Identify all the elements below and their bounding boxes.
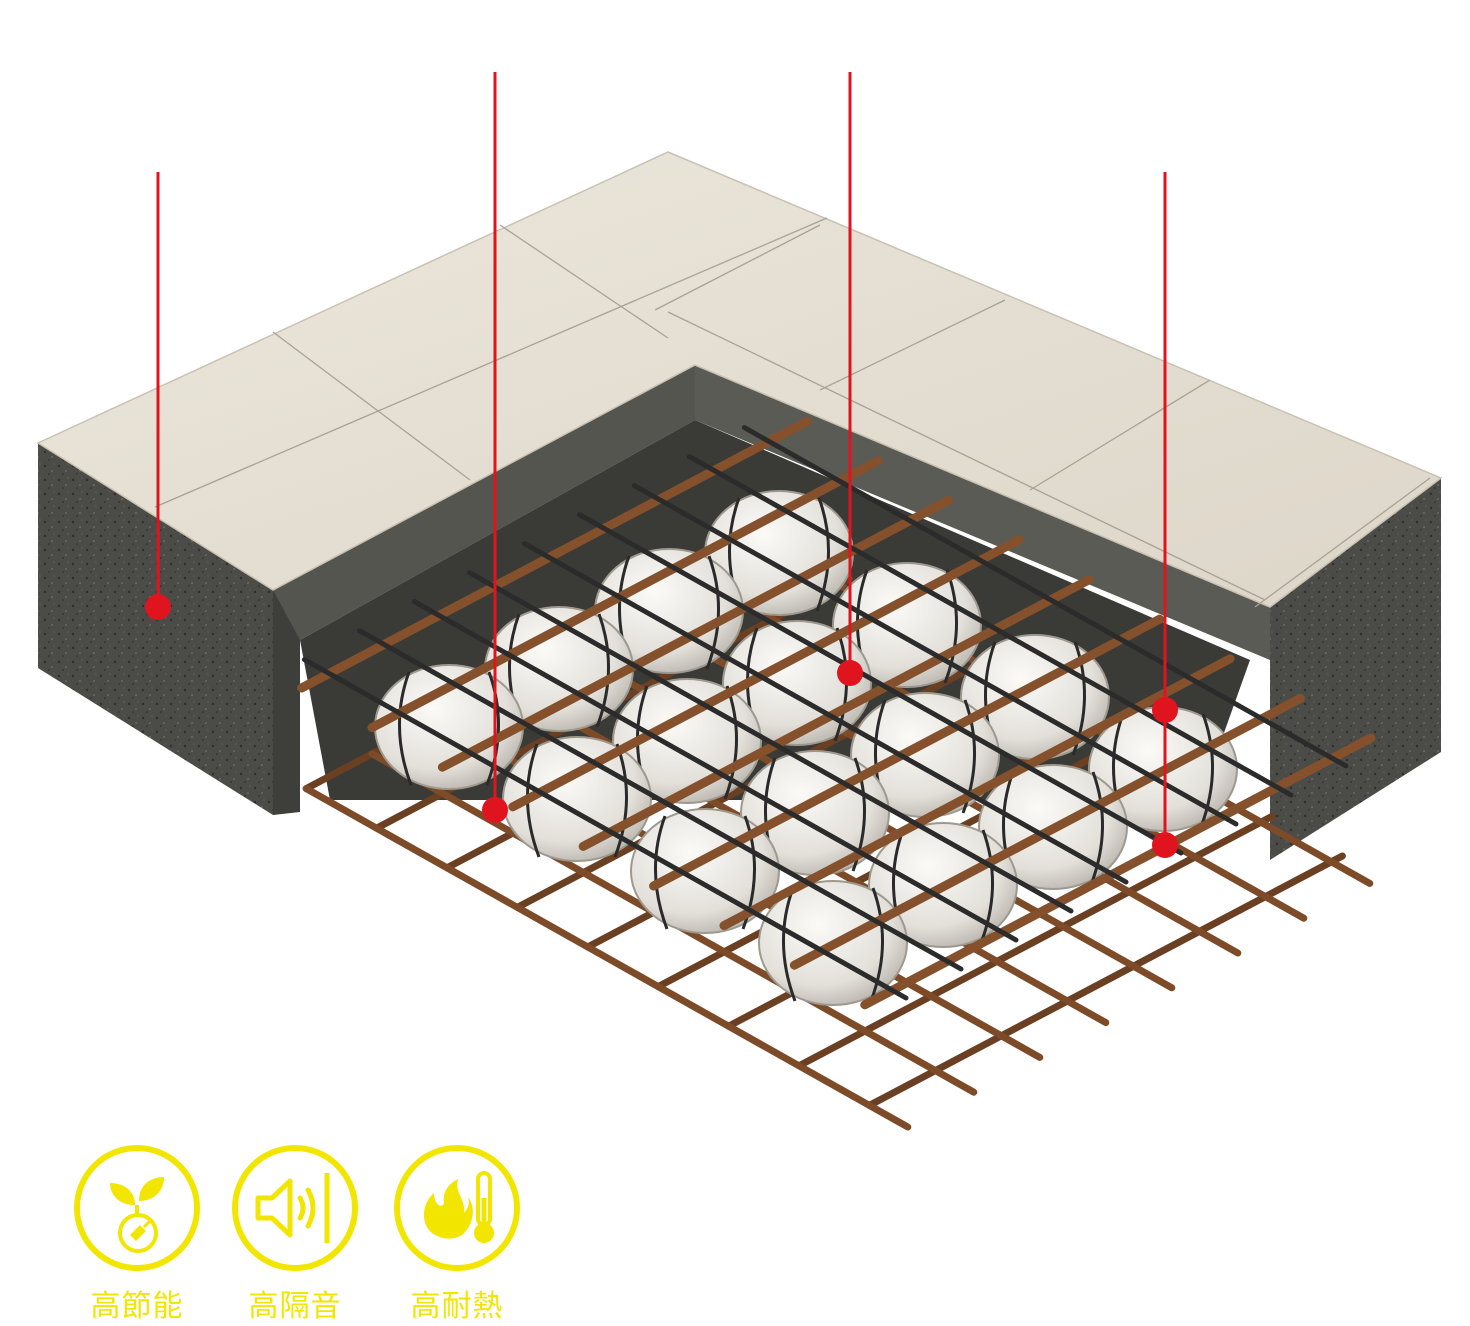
callout-dot-void-ball (482, 797, 508, 823)
feature-label-heat: 高耐熱 (410, 1289, 504, 1324)
leaf-plug-icon (74, 1145, 200, 1271)
void-ball-band (485, 671, 501, 786)
steel-wire-top (356, 628, 964, 972)
steel-wire-top (631, 483, 1239, 827)
void-ball-band (781, 887, 797, 1002)
tile-floor-top (36, 151, 1443, 608)
concrete-left-face (38, 443, 273, 815)
void-ball-band (1199, 713, 1215, 828)
void-ball-band (397, 671, 413, 786)
steel-wire-top (301, 657, 909, 1001)
feature-label-sound: 高隔音 (248, 1289, 342, 1324)
rebar-bar-bottom (302, 785, 912, 1131)
void-ball-band (943, 569, 959, 684)
feature-energy-saving: 高節能 (62, 1143, 212, 1325)
steel-wire-top (521, 541, 1129, 885)
rebar-top-mesh (297, 416, 1376, 1010)
callout-markers (145, 72, 1178, 858)
void-ball-band (723, 685, 739, 800)
void-ball-band (653, 815, 669, 930)
steel-wire-top (411, 599, 1019, 943)
void-ball-band (815, 497, 831, 612)
void-ball-band (979, 829, 995, 944)
steel-wire-top (466, 570, 1074, 914)
feature-sound-insulation: 高隔音 (220, 1143, 370, 1325)
callout-dot-upper-rebar (1152, 697, 1178, 723)
feature-heat-resistance: 高耐熱 (382, 1143, 532, 1325)
void-ball-band (595, 613, 611, 728)
flame-thermometer-icon (394, 1145, 520, 1271)
slab-diagram (36, 72, 1443, 1131)
steel-wire-top (576, 512, 1184, 856)
concrete-front-face (273, 590, 300, 815)
callout-dot-top-rebar (837, 660, 863, 686)
speaker-sound-icon (232, 1145, 358, 1271)
callout-dot-bottom-rebar (1152, 832, 1178, 858)
concrete-cut-inner-right (695, 365, 1270, 660)
concrete-cut-inner-left (273, 365, 695, 640)
void-ball-band (613, 743, 629, 858)
void-ball-band (705, 555, 721, 670)
steel-wire-top (741, 425, 1349, 769)
void-ball-band (869, 887, 885, 1002)
steel-wire-top (686, 454, 1294, 798)
void-ball-band (1089, 771, 1105, 886)
feature-label-energy: 高節能 (90, 1289, 184, 1324)
callout-dot-concrete (145, 594, 171, 620)
